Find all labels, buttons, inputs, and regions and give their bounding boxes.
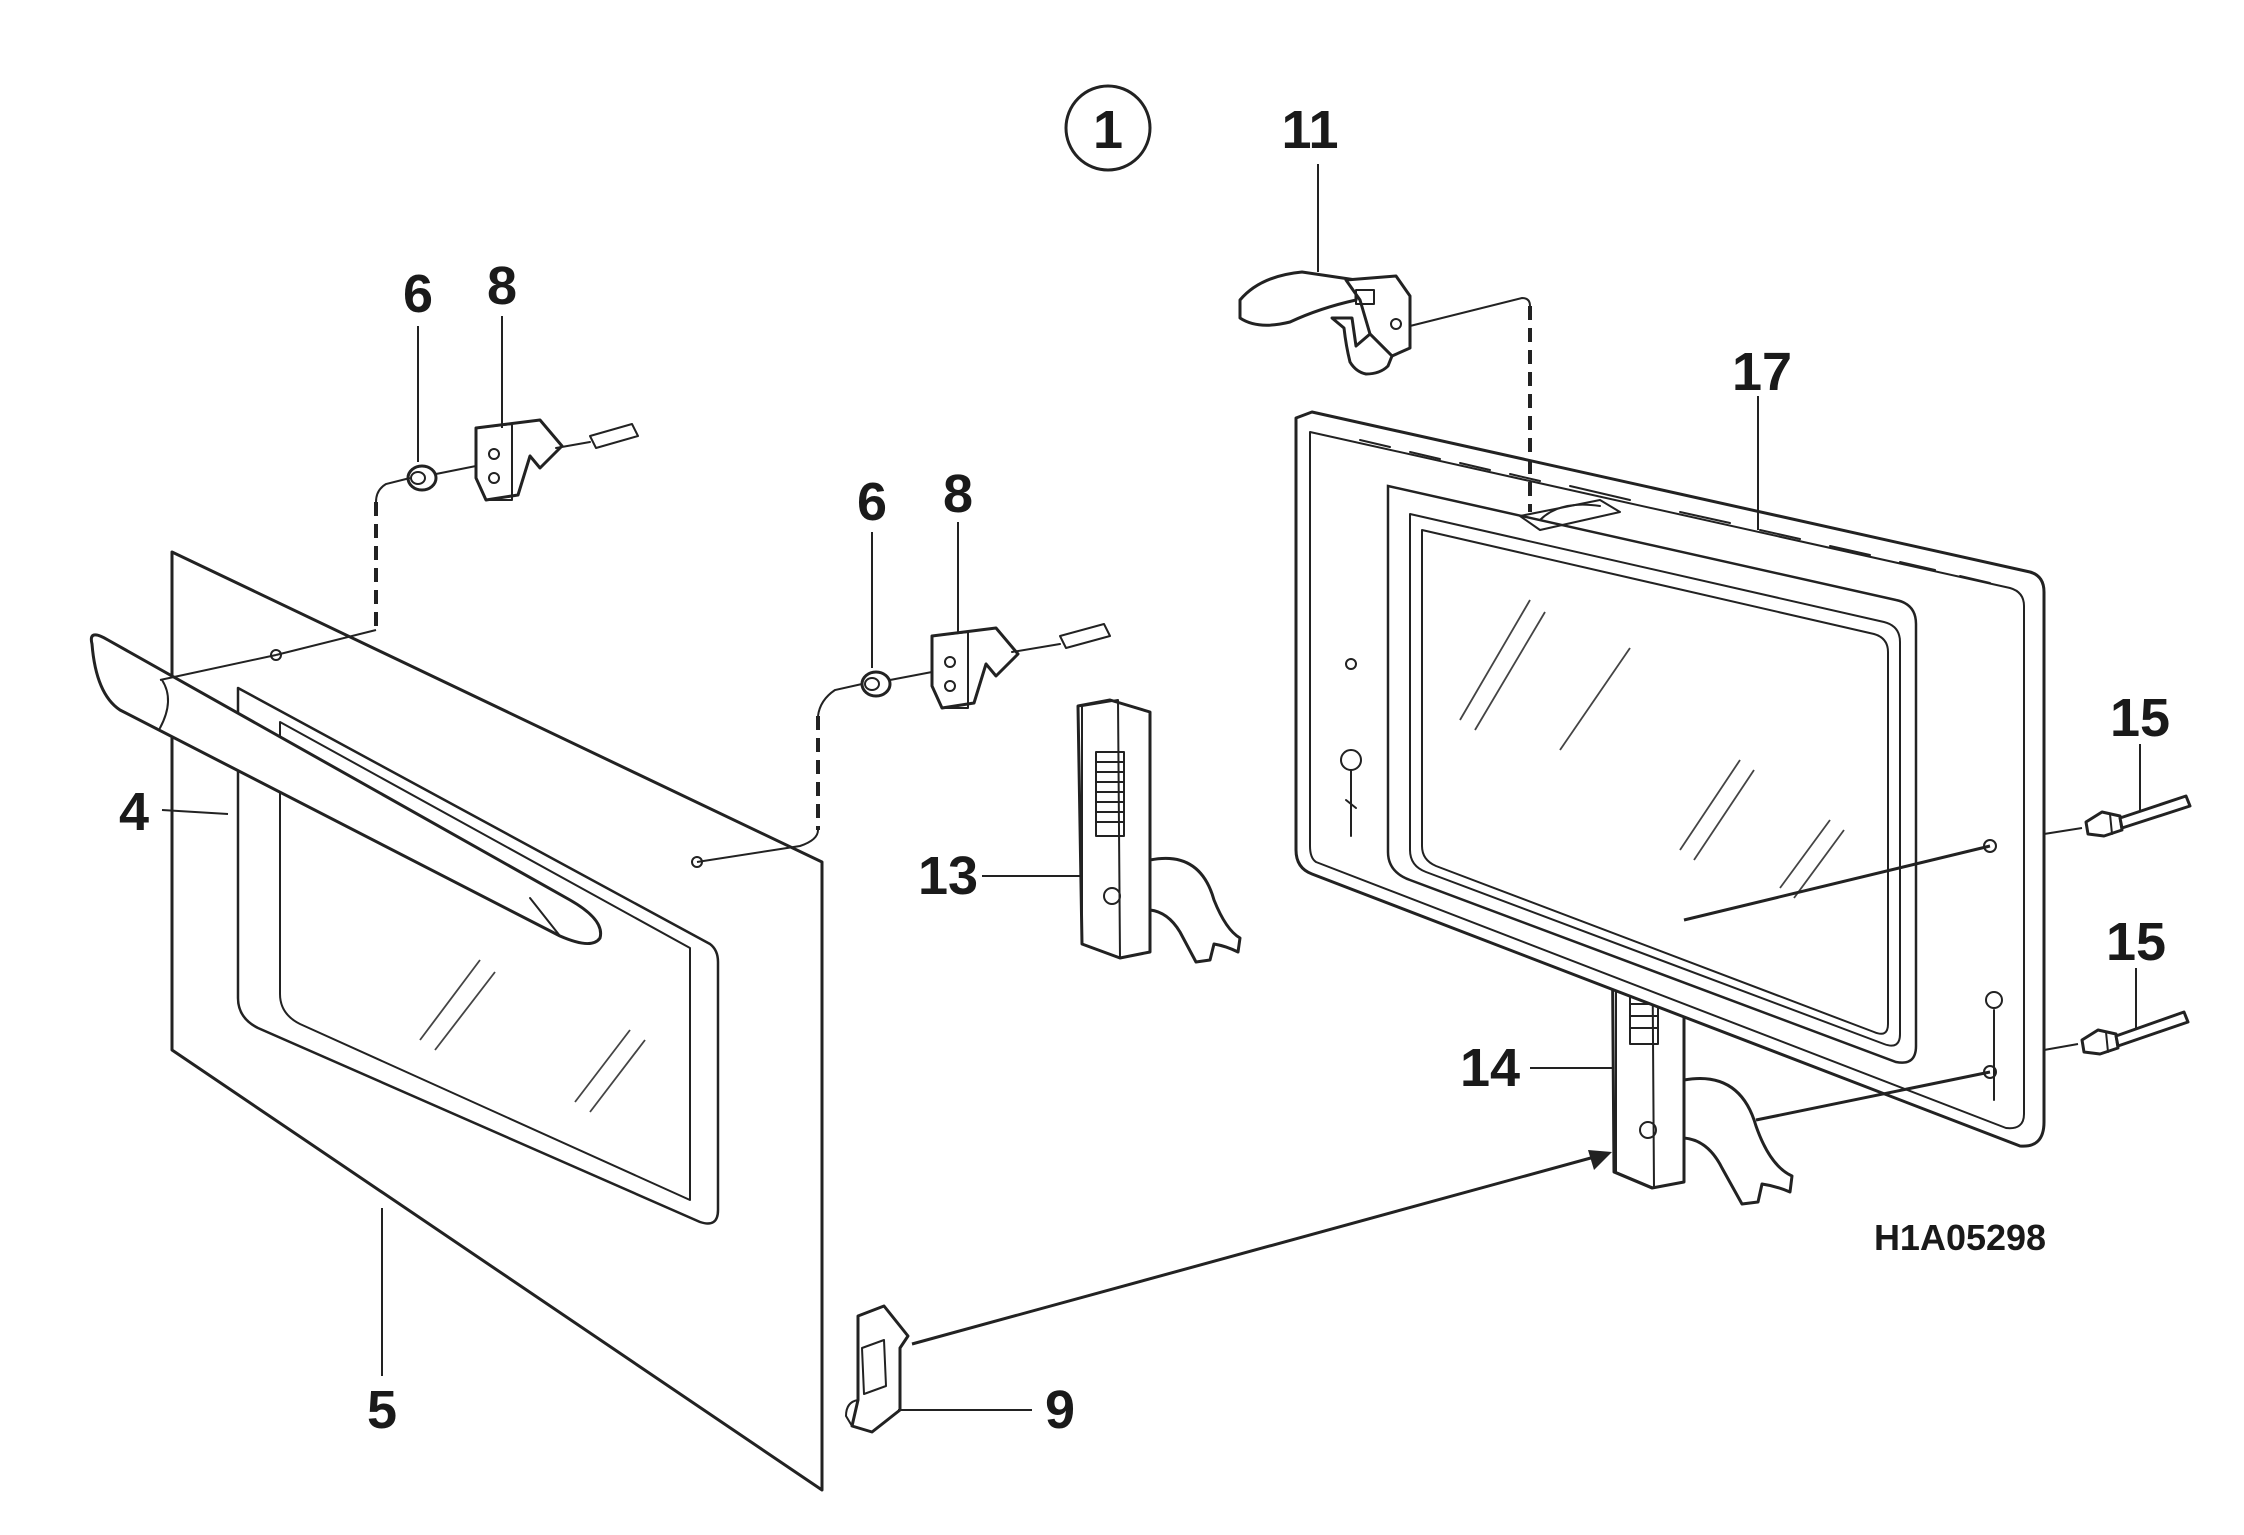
group-number: 1 [1093,100,1123,160]
label-inner-door-frame: 17 [1732,342,1792,402]
spacer-right [860,670,892,698]
label-spacer-left: 6 [403,264,433,324]
label-handle-bracket-right: 8 [943,464,973,524]
label-handle-bracket-left: 8 [487,256,517,316]
group-number-marker: 1 [1064,84,1152,172]
inner-door-frame [1294,410,2046,1148]
spacer-left [406,464,438,492]
outer-door-panel [170,550,824,1492]
door-handle [89,633,603,945]
handle-bracket-right [930,623,1111,710]
door-hinge-left [1076,698,1242,964]
drawing-code: H1A05298 [1874,1217,2046,1258]
label-hinge-receiver: 9 [1045,1380,1075,1440]
label-outer-door-panel: 5 [367,1380,397,1440]
frame-vents [1359,439,1991,584]
label-hinge-right: 14 [1460,1038,1520,1098]
assembly-arrow [911,1150,1612,1346]
label-handle: 4 [119,782,149,842]
label-screw-upper: 15 [2110,688,2170,748]
label-hinge-left: 13 [918,846,978,906]
label-door-catch: 11 [1281,100,1338,160]
screw-upper [2084,794,2192,838]
handle-bracket-left [474,418,639,502]
screw-lower [2080,1010,2190,1056]
label-screw-lower: 15 [2106,912,2166,972]
hinge-receiver [845,1304,910,1434]
door-catch [1238,270,1412,376]
label-spacer-right: 6 [857,472,887,532]
